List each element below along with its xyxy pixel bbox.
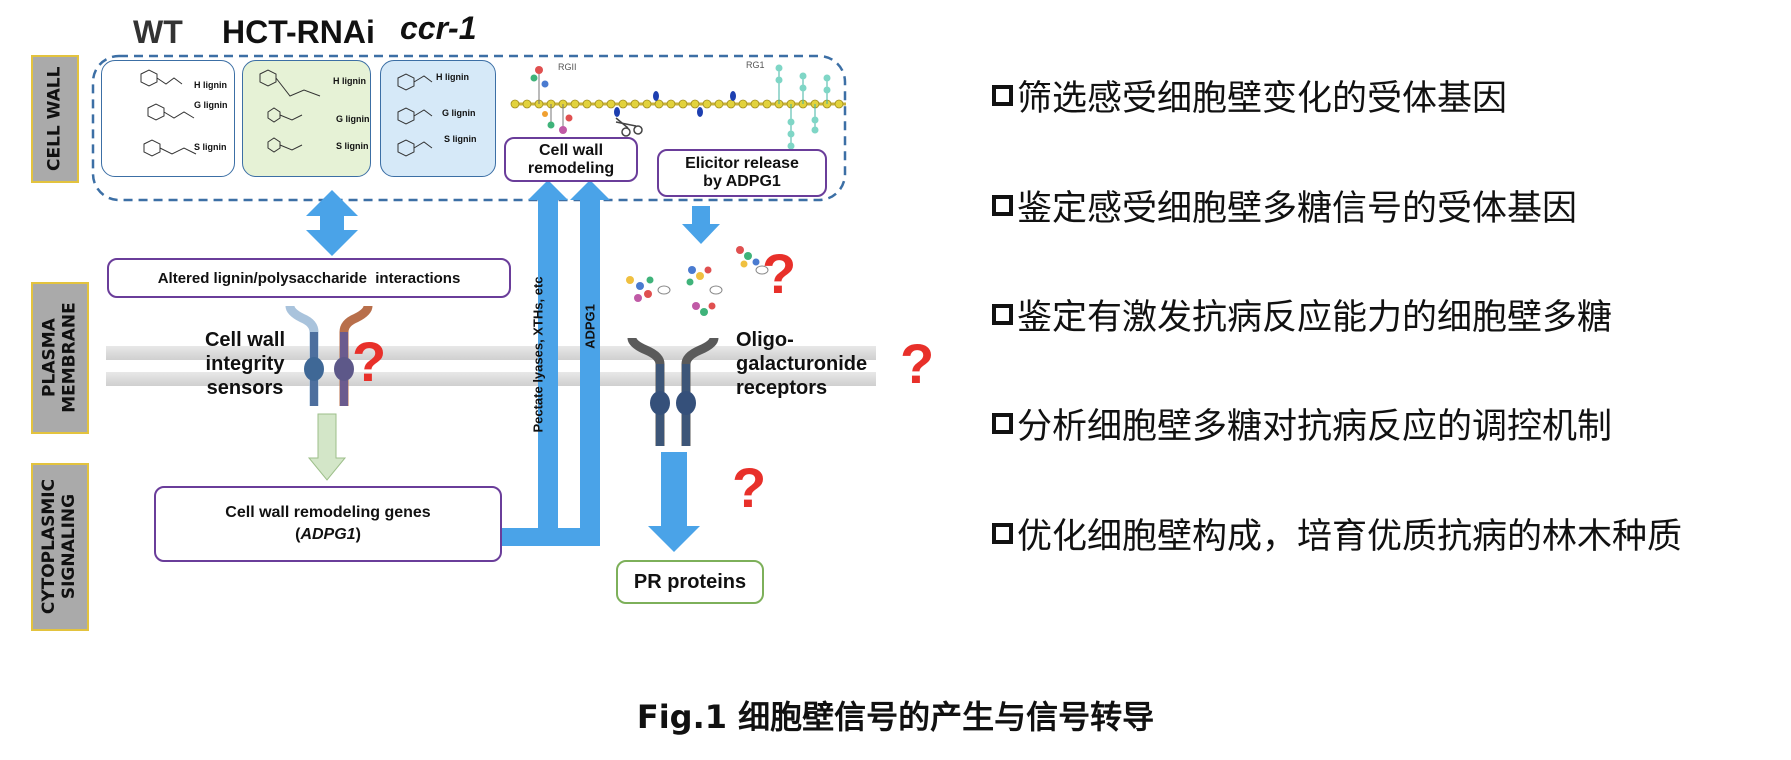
integrity-sensors-label: Cell wall integrity sensors (180, 328, 310, 400)
og-receptors-label: Oligo- galacturonide receptors (736, 328, 867, 400)
cell-wall-container (91, 54, 847, 202)
og-receptor (627, 337, 719, 446)
question-mark-receptors: ? (900, 332, 935, 395)
hct-title: HCT-RNAi (222, 14, 375, 50)
genes-open-paren: ( (295, 526, 301, 543)
ccr-s-lignin: S lignin (444, 134, 477, 144)
ccr-g-lignin: G lignin (442, 108, 476, 118)
altered-text: Altered lignin/polysaccharide interactio… (157, 269, 461, 287)
double-arrow (306, 190, 358, 256)
checkbox-icon (992, 523, 1013, 544)
ccr-title: ccr-1 (400, 10, 477, 46)
sensors-to-genes-arrow (307, 413, 347, 481)
cell-wall-remodeling-box: Cell wall remodeling (504, 137, 638, 182)
pr-text: PR proteins (633, 570, 747, 593)
sensors-line3: sensors (206, 377, 284, 399)
membrane-band-upper (106, 346, 876, 360)
scissors-icon (615, 117, 643, 137)
oligo-fragments (626, 246, 769, 316)
pectate-arrow (502, 180, 568, 546)
cytoplasmic-signaling-label: CYTOPLASMIC SIGNALING (31, 463, 89, 631)
sensors-line2: integrity (205, 353, 285, 375)
wt-s-lignin: S lignin (194, 142, 227, 152)
elicitor-down-arrow (682, 206, 720, 244)
remodeling-genes-box: Cell wall remodeling genes (ADPG1) (154, 486, 502, 562)
pectin-chain (510, 64, 846, 150)
checkbox-icon (992, 195, 1013, 216)
elicitor-line2: by ADPG1 (703, 173, 781, 190)
adpg1-arrow (558, 180, 610, 546)
oligo-line2: galacturonide (736, 353, 868, 375)
bullet-item-3: 鉴定有激发抗病反应能力的细胞壁多糖 (992, 289, 1612, 340)
oligo-line3: receptors (736, 377, 828, 399)
wt-g-lignin: G lignin (194, 100, 228, 110)
bullet-item-5: 优化细胞壁构成，培育优质抗病的林木种质 (992, 508, 1682, 559)
cell-wall-label: CELL WALL (31, 55, 79, 183)
sensors-line1: Cell wall (204, 329, 286, 351)
bullet-text-2: 鉴定感受细胞壁多糖信号的受体基因 (1017, 189, 1578, 229)
question-mark-fragments: ? (762, 242, 797, 305)
bullet-text-1: 筛选感受细胞壁变化的受体基因 (1017, 79, 1508, 119)
bullet-text-5: 优化细胞壁构成，培育优质抗病的林木种质 (1017, 517, 1683, 557)
elicitor-release-box: Elicitor release by ADPG1 (657, 149, 827, 197)
receptor-to-pr-arrow (648, 452, 700, 552)
hct-lignin-box (242, 60, 371, 177)
checkbox-icon (992, 304, 1013, 325)
pr-proteins-box: PR proteins (616, 560, 764, 604)
checkbox-icon (992, 413, 1013, 434)
genes-line1: Cell wall remodeling genes (225, 504, 431, 522)
figure-caption: Fig.1 细胞壁信号的产生与信号转导 (636, 698, 1155, 736)
bullet-text-3: 鉴定有激发抗病反应能力的细胞壁多糖 (1017, 298, 1613, 338)
question-mark-sensors: ? (352, 330, 387, 393)
remodeling-line2: remodeling (527, 159, 615, 177)
oligo-line1: Oligo- (736, 329, 794, 351)
bullet-item-2: 鉴定感受细胞壁多糖信号的受体基因 (992, 180, 1577, 231)
plasma-membrane-label: PLASMA MEMBRANE (31, 282, 89, 434)
bullet-item-4: 分析细胞壁多糖对抗病反应的调控机制 (992, 398, 1612, 449)
hct-g-lignin: G lignin (336, 114, 370, 124)
checkbox-icon (992, 85, 1013, 106)
integrity-sensor-receptor (285, 305, 373, 406)
bullet-text-4: 分析细胞壁多糖对抗病反应的调控机制 (1017, 407, 1613, 447)
hct-s-lignin: S lignin (336, 141, 369, 151)
rgii-label: RGII (558, 62, 577, 72)
pectate-lyases-label: Pectate lyases, XTHs, etc (530, 276, 546, 433)
wt-lignin-box (101, 60, 235, 177)
altered-interactions-box: Altered lignin/polysaccharide interactio… (107, 258, 511, 298)
remodeling-line1: Cell wall (538, 141, 604, 159)
wt-title: WT (133, 14, 183, 50)
ccr-lignin-box (380, 60, 496, 177)
bullet-item-1: 筛选感受细胞壁变化的受体基因 (992, 70, 1507, 121)
adpg1-gene: ADPG1 (300, 526, 356, 543)
rg1-label: RG1 (746, 60, 765, 70)
adpg1-arrow-label: ADPG1 (582, 304, 598, 349)
genes-line2: (ADPG1) (295, 524, 361, 546)
ccr-h-lignin: H lignin (436, 72, 469, 82)
hct-h-lignin: H lignin (333, 76, 366, 86)
question-mark-signaling: ? (732, 456, 767, 519)
elicitor-line1: Elicitor release (685, 155, 799, 173)
wt-h-lignin: H lignin (194, 80, 227, 90)
genes-close-paren: ) (355, 526, 361, 543)
